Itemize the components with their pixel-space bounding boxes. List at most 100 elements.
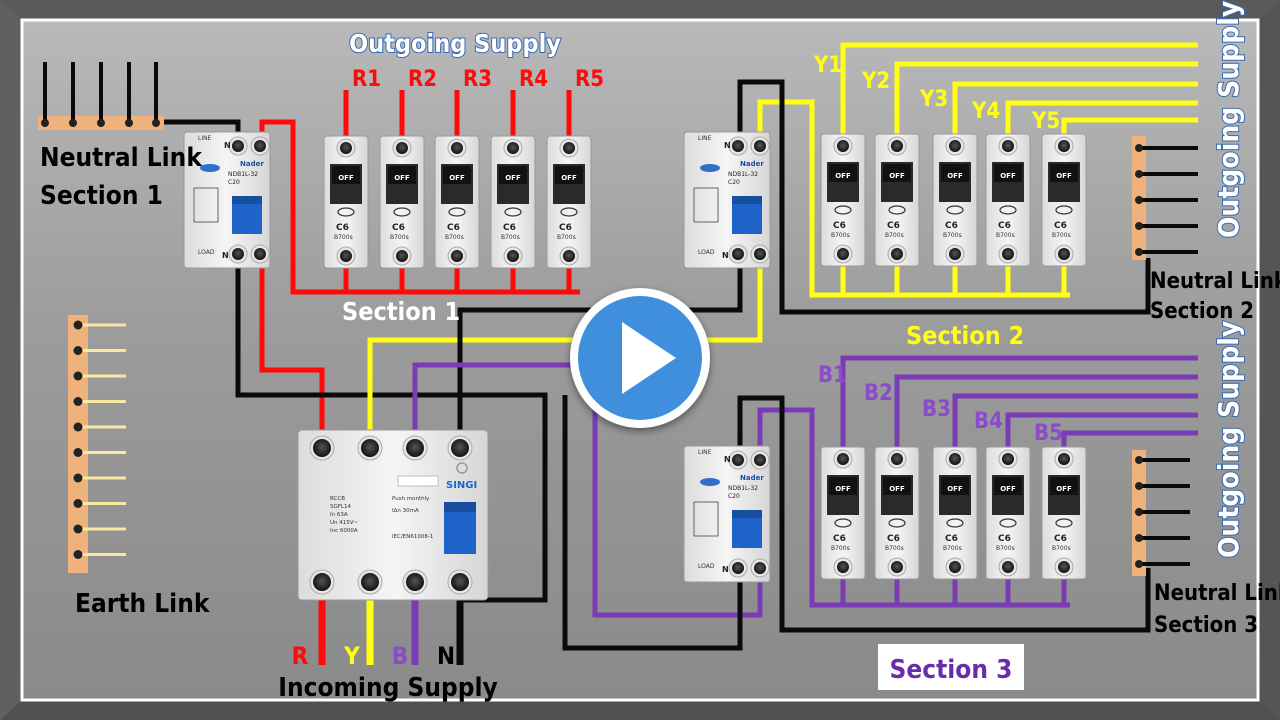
wire-b3: [952, 393, 1198, 448]
rccb-brand: Nader: [740, 474, 764, 482]
mcb-toggle[interactable]: [555, 166, 583, 184]
wire-yellow-bus: [367, 99, 1070, 430]
neutral-link-1-label: Neutral Link: [40, 143, 203, 173]
mcb-rating: C6: [833, 534, 846, 544]
mcb-off-label: OFF: [947, 485, 963, 493]
rccb-n-label: N: [724, 141, 731, 150]
mcb-rating: C6: [887, 221, 900, 231]
mcb-toggle[interactable]: [388, 166, 416, 184]
main-rccb-idn: IΔn 30mA: [392, 508, 419, 514]
mcb-toggle[interactable]: [443, 166, 471, 184]
mcb-toggle[interactable]: [994, 164, 1022, 182]
mcb-off-label: OFF: [947, 172, 963, 180]
mcb-off-label: OFF: [1000, 485, 1016, 493]
wire-neutral-loop: [460, 392, 548, 603]
mcb-toggle[interactable]: [829, 164, 857, 182]
play-button[interactable]: [570, 288, 710, 428]
label-b5: B5: [1034, 421, 1063, 446]
section-3-label: Section 3: [890, 655, 1013, 685]
mcb-rating: C6: [1054, 221, 1067, 231]
neutral-link-3-section: Section 3: [1154, 613, 1258, 638]
section-2-label: Section 2: [906, 321, 1024, 350]
mcb-series: B700s: [831, 545, 850, 552]
earth-link-bar: [68, 315, 88, 573]
mcb-series: B700s: [445, 234, 464, 241]
incoming-phase-r: R: [292, 642, 309, 670]
label-y1: Y1: [813, 53, 842, 78]
wire-y5: [1061, 117, 1198, 135]
label-y2: Y2: [861, 69, 890, 94]
neutral-link-2-section: Section 2: [1150, 299, 1254, 324]
rccb-rating: C20: [728, 493, 740, 500]
wire-y1: [840, 42, 1198, 135]
label-y4: Y4: [971, 99, 1000, 124]
mcb-toggle[interactable]: [883, 164, 911, 182]
mcb-toggle[interactable]: [829, 477, 857, 495]
mcb-rating: C6: [503, 223, 516, 233]
rccb-n-label: N: [724, 455, 731, 464]
rccb-rating: C20: [228, 179, 240, 186]
rccb-load-label: LOAD: [198, 249, 215, 256]
mcb-series: B700s: [1052, 545, 1071, 552]
main-rccb-un: Un 415V~: [330, 520, 359, 526]
wire-y4: [1005, 100, 1198, 135]
mcb-series: B700s: [996, 545, 1015, 552]
mcb-off-label: OFF: [505, 174, 521, 182]
mcb-series: B700s: [501, 234, 520, 241]
mcb-rating: C6: [336, 223, 349, 233]
wire-red-to-main: [259, 265, 325, 430]
mcb-rating: C6: [833, 221, 846, 231]
section-3-box: [878, 644, 1024, 690]
outgoing-supply-right-bottom: Outgoing Supply: [1212, 321, 1245, 558]
label-b3: B3: [922, 397, 951, 422]
mcb-toggle[interactable]: [941, 164, 969, 182]
wire-neutral-section2: [457, 79, 1151, 430]
incoming-supply-label: Incoming Supply: [278, 673, 497, 703]
mcb-toggle[interactable]: [1050, 477, 1078, 495]
rccb-line-label: LINE: [698, 449, 712, 456]
mcb-toggle[interactable]: [332, 166, 360, 184]
label-r2: R2: [408, 67, 437, 92]
mcb-off-label: OFF: [449, 174, 465, 182]
rccb-n-label: N: [222, 251, 229, 260]
mcb-toggle[interactable]: [1050, 164, 1078, 182]
mcb-series: B700s: [996, 232, 1015, 239]
mcb-series: B700s: [390, 234, 409, 241]
mcb-toggle[interactable]: [994, 477, 1022, 495]
mcb-off-label: OFF: [1056, 485, 1072, 493]
wire-neutral-section3: [562, 395, 1151, 651]
mcb-off-label: OFF: [1000, 172, 1016, 180]
mcb-toggle[interactable]: [499, 166, 527, 184]
mcb-off-label: OFF: [889, 485, 905, 493]
mcb-toggle[interactable]: [941, 477, 969, 495]
rccb-load-label: LOAD: [698, 249, 715, 256]
mcb-rating: C6: [447, 223, 460, 233]
mcb-toggle[interactable]: [883, 477, 911, 495]
incoming-phase-n: N: [437, 642, 455, 670]
rccb-n-label: N: [722, 565, 729, 574]
main-rccb-brand: SINGI: [446, 480, 477, 491]
mcb-series: B700s: [831, 232, 850, 239]
